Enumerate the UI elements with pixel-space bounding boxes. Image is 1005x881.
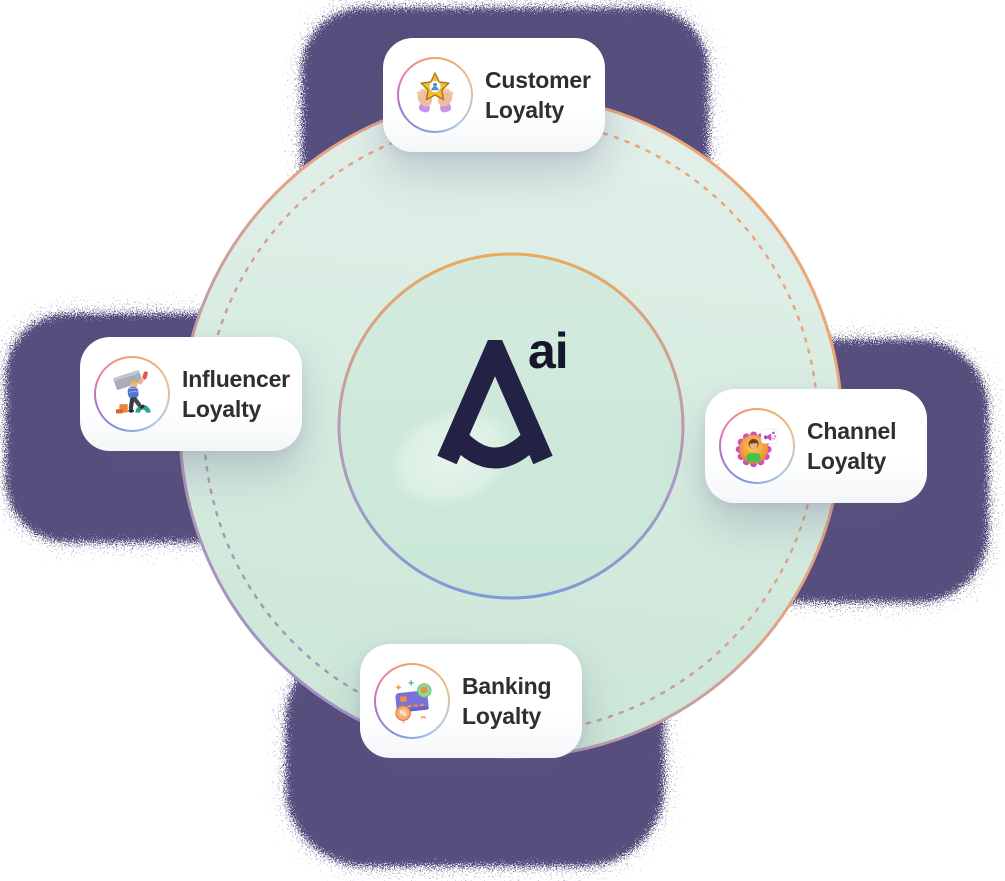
icon-ring [94, 356, 170, 432]
avatar-megaphone-badge-icon [735, 428, 778, 468]
center-logo: ai [432, 323, 602, 471]
letter-a-logo-icon [437, 340, 553, 469]
logo-ai-text: ai [528, 323, 569, 379]
card-label: Influencer Loyalty [182, 366, 290, 422]
icon-ring [397, 57, 473, 133]
percent-symbol: % [400, 709, 407, 718]
hands-holding-star-icon [416, 72, 454, 113]
card-label: Banking Loyalty [462, 673, 552, 729]
icon-ring: % [374, 663, 450, 739]
credit-card-discount-icon: % [395, 680, 432, 723]
card-label: Channel Loyalty [807, 418, 897, 474]
card-label: Customer Loyalty [485, 67, 591, 123]
card-banking-loyalty[interactable]: % Banking Loyalty [360, 644, 582, 758]
inner-circle [337, 252, 685, 600]
icon-ring [719, 408, 795, 484]
card-channel-loyalty[interactable]: Channel Loyalty [705, 389, 927, 503]
card-customer-loyalty[interactable]: Customer Loyalty [383, 38, 605, 152]
influencer-holding-sign-icon [113, 370, 151, 414]
card-influencer-loyalty[interactable]: Influencer Loyalty [80, 337, 302, 451]
